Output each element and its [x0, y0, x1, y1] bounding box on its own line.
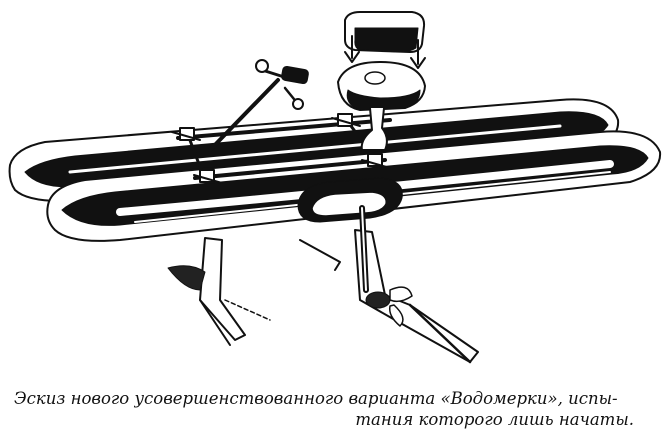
vodomerka-illustration — [8, 11, 662, 364]
caption-line-1: Эскиз нового усовершенствованного вариан… — [14, 389, 618, 408]
front-strut — [167, 237, 271, 346]
foot-binding — [297, 177, 403, 223]
motor-cover — [344, 11, 426, 53]
steering-handle — [208, 59, 309, 152]
rear-strut — [299, 229, 479, 364]
motor-housing — [337, 61, 426, 151]
drive-shaft — [359, 205, 369, 293]
caption-line-2: тания которого лишь начаты. — [355, 410, 634, 429]
down-arrow-icon — [344, 35, 426, 69]
cross-bar — [171, 113, 392, 184]
